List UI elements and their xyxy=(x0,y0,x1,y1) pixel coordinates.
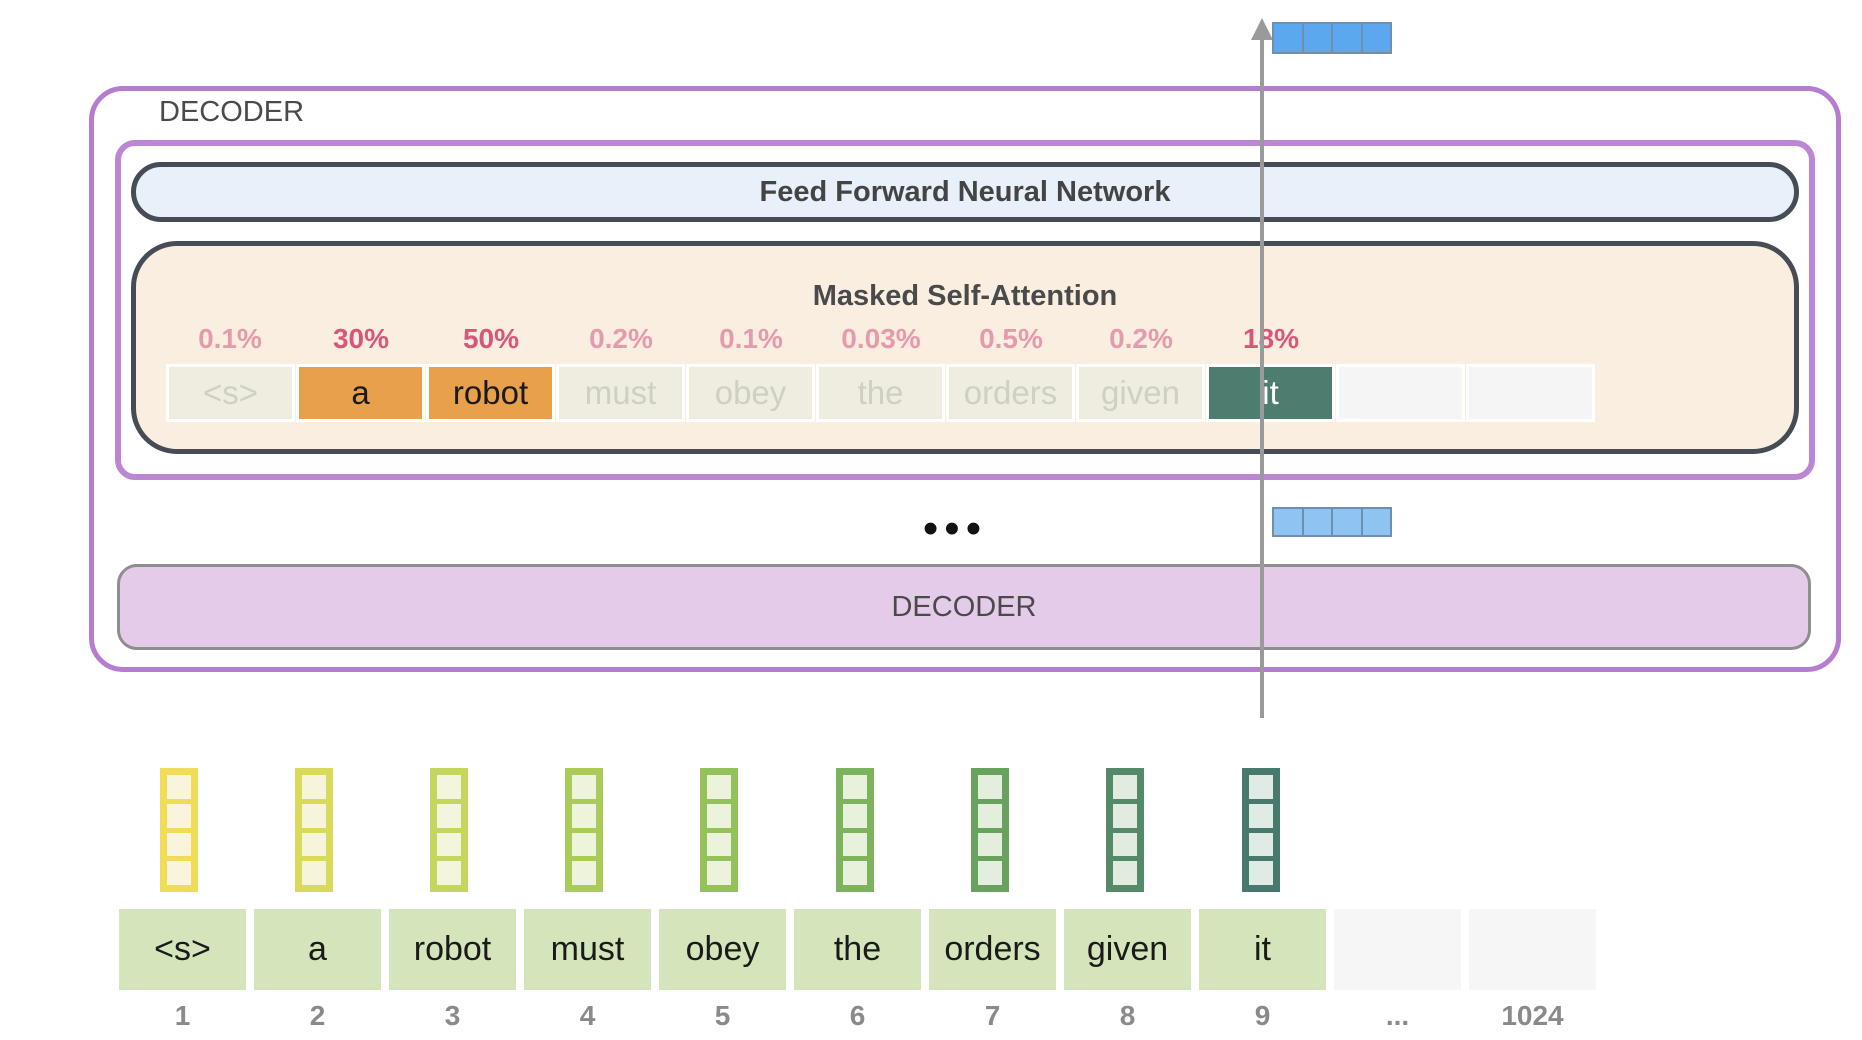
input-token-cell xyxy=(1332,909,1463,990)
attention-token-label: the xyxy=(857,374,904,411)
attention-token-cell: the xyxy=(816,364,945,422)
input-token-cell xyxy=(1467,909,1598,990)
position-number: 8 xyxy=(1119,1000,1136,1031)
position-number: 4 xyxy=(579,1000,596,1031)
input-token-label: a xyxy=(308,930,327,968)
input-token-cell: it xyxy=(1197,909,1328,990)
token-embedding-vector xyxy=(295,768,333,892)
input-token-cell: obey xyxy=(657,909,788,990)
input-token-cell: <s> xyxy=(117,909,248,990)
token-embedding-vector xyxy=(160,768,198,892)
position-number: 3 xyxy=(444,1000,461,1031)
data-flow-arrow xyxy=(1260,28,1264,718)
vector-cell xyxy=(1274,509,1304,535)
feed-forward-label: Feed Forward Neural Network xyxy=(759,175,1171,208)
token-embedding-vector xyxy=(1242,768,1280,892)
attention-token-cell: must xyxy=(556,364,685,422)
input-token-cell: orders xyxy=(927,909,1058,990)
input-token-cell: a xyxy=(252,909,383,990)
attention-percent: 0.1% xyxy=(198,323,262,354)
attention-percent: 0.03% xyxy=(841,323,921,354)
attention-token-label: given xyxy=(1101,374,1180,411)
input-token-label: orders xyxy=(944,930,1041,968)
token-embedding-vector xyxy=(1106,768,1144,892)
vector-cell xyxy=(1362,24,1390,52)
attention-token-label: obey xyxy=(714,374,787,411)
lower-decoder-block: DECODER xyxy=(117,564,1811,650)
attention-percent: 30% xyxy=(332,323,390,354)
input-token-cell: the xyxy=(792,909,923,990)
attention-percent: 0.2% xyxy=(1109,323,1173,354)
feed-forward-layer: Feed Forward Neural Network xyxy=(131,162,1799,222)
attention-token-cell: a xyxy=(296,364,425,422)
vector-cell xyxy=(1303,24,1333,52)
attention-token-label: must xyxy=(584,374,657,411)
token-embedding-vector xyxy=(565,768,603,892)
attention-token-label: <s> xyxy=(202,374,259,411)
token-embedding-vector xyxy=(971,768,1009,892)
position-number: 2 xyxy=(309,1000,326,1031)
attention-token-cell xyxy=(1336,364,1465,422)
token-embedding-vector xyxy=(836,768,874,892)
attention-token-cell: it xyxy=(1206,364,1335,422)
input-token-label: <s> xyxy=(154,930,211,968)
decoder-sublayer-group xyxy=(115,140,1815,480)
attention-token-label: a xyxy=(351,374,370,411)
vector-cell xyxy=(1333,509,1363,535)
output-vector xyxy=(1272,22,1392,54)
vector-cell xyxy=(1362,509,1390,535)
position-number: 1 xyxy=(174,1000,191,1031)
attention-token-cell xyxy=(1466,364,1595,422)
attention-token-cell: orders xyxy=(946,364,1075,422)
input-token-label: obey xyxy=(685,930,760,968)
attention-token-cell: obey xyxy=(686,364,815,422)
token-embedding-vector xyxy=(430,768,468,892)
input-token-label: the xyxy=(833,930,882,968)
vector-cell xyxy=(1303,509,1333,535)
attention-token-label: it xyxy=(1262,374,1279,411)
attention-token-cell: given xyxy=(1076,364,1205,422)
position-number: 1024 xyxy=(1501,1000,1564,1031)
token-embedding-vector xyxy=(700,768,738,892)
position-number: ... xyxy=(1385,1000,1410,1031)
attention-token-label: robot xyxy=(452,374,529,411)
outer-decoder-label: DECODER xyxy=(159,96,305,128)
attention-percent: 50% xyxy=(462,323,520,354)
vector-cell xyxy=(1333,24,1363,52)
position-number: 6 xyxy=(849,1000,866,1031)
input-token-label: must xyxy=(550,930,625,968)
position-number: 7 xyxy=(984,1000,1001,1031)
masked-self-attention-title: Masked Self-Attention xyxy=(812,280,1118,312)
input-token-cell: must xyxy=(522,909,653,990)
outer-decoder-block xyxy=(89,86,1841,672)
vector-cell xyxy=(1274,24,1304,52)
input-token-cell: given xyxy=(1062,909,1193,990)
lower-decoder-label: DECODER xyxy=(891,590,1037,623)
input-token-label: given xyxy=(1086,930,1169,968)
attention-token-cell: <s> xyxy=(166,364,295,422)
input-token-label: it xyxy=(1254,930,1271,968)
attention-token-label: orders xyxy=(963,374,1058,411)
attention-token-cell: robot xyxy=(426,364,555,422)
position-number: 5 xyxy=(714,1000,731,1031)
attention-percent: 0.5% xyxy=(979,323,1043,354)
arrow-head-icon xyxy=(1251,18,1273,40)
stacked-decoders-ellipsis: ••• xyxy=(922,504,988,553)
intermediate-vector xyxy=(1272,507,1392,537)
input-token-label: robot xyxy=(413,930,492,968)
input-token-cell: robot xyxy=(387,909,518,990)
attention-percent: 0.1% xyxy=(719,323,783,354)
attention-percent: 18% xyxy=(1242,323,1300,354)
attention-percent: 0.2% xyxy=(589,323,653,354)
position-number: 9 xyxy=(1254,1000,1271,1031)
